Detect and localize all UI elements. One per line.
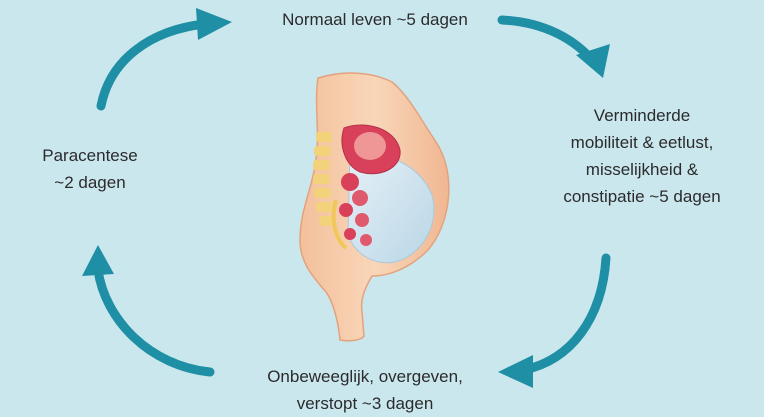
stage-reduced-mobility-line-2: mobiliteit & eetlust, [520, 129, 764, 156]
stage-immobile-line-1: Onbeweeglijk, overgeven, [205, 363, 525, 390]
stage-paracentesis-line-2: ~2 dagen [10, 169, 170, 196]
stage-immobile: Onbeweeglijk, overgeven, verstopt ~3 dag… [205, 363, 525, 417]
stage-reduced-mobility: Verminderde mobiliteit & eetlust, missel… [520, 102, 764, 210]
stage-normal-life-line: Normaal leven ~5 dagen [230, 6, 520, 33]
stage-reduced-mobility-line-4: constipatie ~5 dagen [520, 183, 764, 210]
stage-paracentesis: Paracentese ~2 dagen [10, 142, 170, 196]
stage-paracentesis-line-1: Paracentese [10, 142, 170, 169]
stage-normal-life: Normaal leven ~5 dagen [230, 6, 520, 33]
curved-arrow-bottom-left-icon [82, 245, 210, 372]
stage-reduced-mobility-line-3: misselijkheid & [520, 156, 764, 183]
stage-reduced-mobility-line-1: Verminderde [520, 102, 764, 129]
stage-immobile-line-2: verstopt ~3 dagen [205, 390, 525, 417]
curved-arrow-top-left-icon [101, 8, 232, 106]
abdomen-illustration [300, 73, 449, 341]
